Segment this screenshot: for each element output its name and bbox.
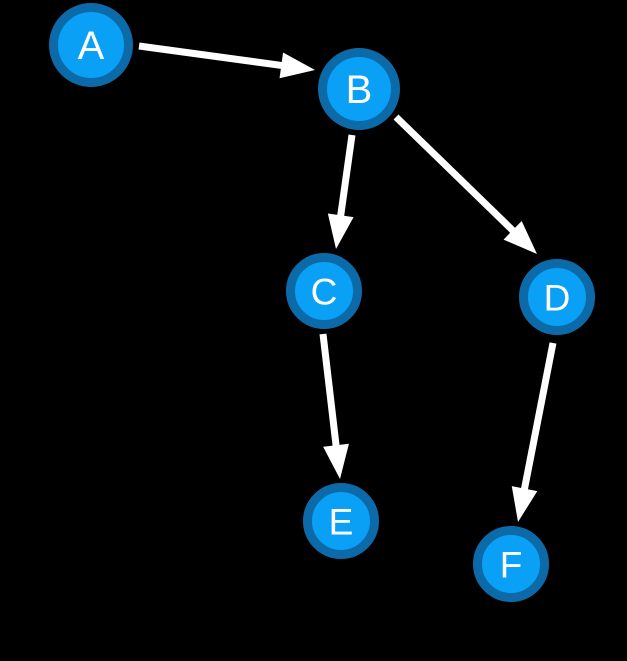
graph-node-a[interactable]: A [49, 3, 133, 87]
node-label: B [346, 68, 373, 112]
node-label: E [329, 502, 354, 543]
edge-a-b [138, 42, 315, 79]
edge-line [520, 342, 557, 492]
arrowhead-icon [279, 52, 315, 79]
arrowhead-icon [511, 486, 538, 522]
edge-b-c [327, 134, 356, 249]
nodes-layer: A B C D E F [49, 3, 595, 602]
graph-node-e[interactable]: E [303, 483, 379, 559]
node-label: A [78, 24, 105, 68]
edge-line [138, 42, 284, 70]
node-label: C [311, 272, 338, 313]
arrowhead-icon [327, 213, 354, 249]
node-circle[interactable] [286, 253, 362, 329]
node-circle[interactable] [473, 526, 549, 602]
edges-layer [138, 42, 557, 522]
edge-b-d [393, 114, 537, 254]
node-circle[interactable] [49, 3, 133, 87]
arrowhead-icon [503, 220, 537, 254]
arrowhead-icon [323, 443, 349, 479]
node-circle[interactable] [519, 259, 595, 335]
node-label: D [544, 278, 571, 319]
edge-d-f [511, 342, 557, 522]
graph-node-d[interactable]: D [519, 259, 595, 335]
edge-line [319, 333, 340, 448]
edge-c-e [319, 333, 349, 479]
node-circle[interactable] [303, 483, 379, 559]
graph-node-c[interactable]: C [286, 253, 362, 329]
graph-node-b[interactable]: B [318, 48, 400, 130]
graph-node-f[interactable]: F [473, 526, 549, 602]
node-label: F [500, 545, 523, 586]
node-circle[interactable] [318, 48, 400, 130]
edge-line [393, 114, 517, 235]
edge-line [336, 134, 356, 218]
